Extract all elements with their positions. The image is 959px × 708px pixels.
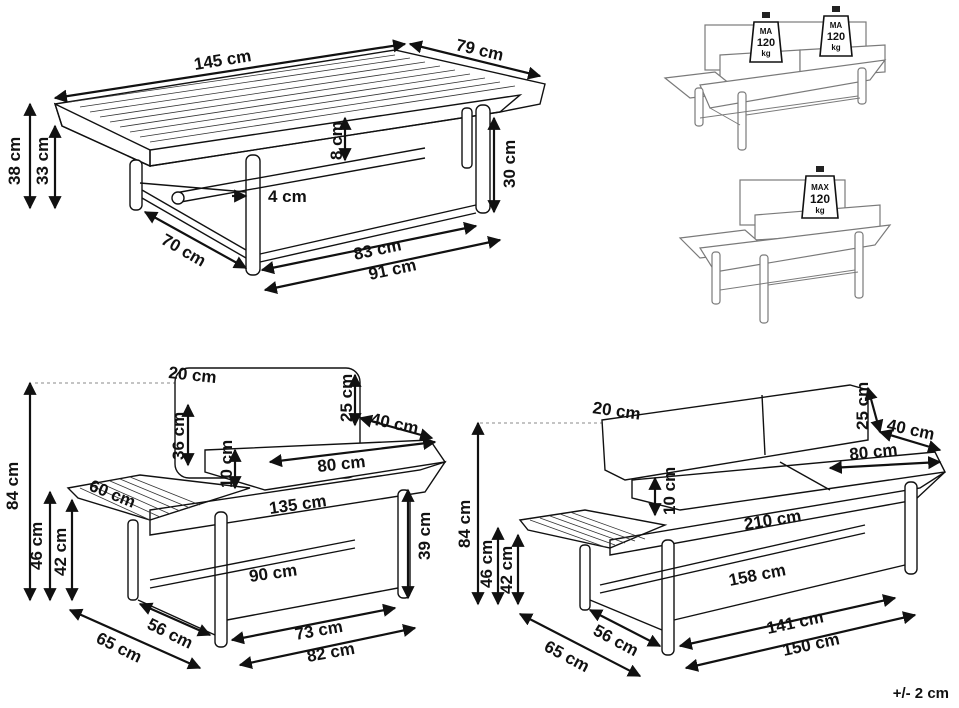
long-cushion-width-label: 80 cm bbox=[848, 440, 898, 464]
short-back-upper-label: 36 cm bbox=[169, 412, 188, 460]
short-cushion-height-label: 10 cm bbox=[217, 440, 236, 488]
weight-badge-3: MAX 120 kg bbox=[801, 166, 839, 219]
long-bar-length-label: 158 cm bbox=[727, 560, 787, 590]
table-bar-diameter-label: 4 cm bbox=[268, 187, 307, 206]
long-back-height-label: 25 cm bbox=[853, 382, 872, 430]
long-depth-label: 65 cm bbox=[541, 637, 592, 676]
short-bench-slats bbox=[79, 476, 201, 521]
weight-badge-2: MA 120 kg bbox=[819, 6, 853, 57]
short-back-height-label: 25 cm bbox=[337, 374, 356, 422]
long-back-depth-label: 20 cm bbox=[591, 398, 641, 424]
short-leg-height-label: 39 cm bbox=[415, 512, 434, 560]
long-total-height-label: 84 cm bbox=[455, 500, 474, 548]
short-total-height-label: 84 cm bbox=[3, 462, 22, 510]
long-frame-height-label: 42 cm bbox=[497, 546, 516, 594]
svg-text:MA: MA bbox=[760, 27, 773, 36]
long-seat-height-label: 46 cm bbox=[477, 540, 496, 588]
load-diagram-long-bench: MA 120 kg MA 120 kg bbox=[663, 6, 887, 151]
short-depth-label: 65 cm bbox=[93, 629, 145, 667]
table-total-height-label: 38 cm bbox=[5, 137, 24, 185]
table-inner-depth-label: 70 cm bbox=[158, 230, 209, 271]
weight-badge-1: MA 120 kg bbox=[749, 12, 783, 63]
svg-text:kg: kg bbox=[831, 43, 840, 52]
short-total-length-label: 135 cm bbox=[268, 491, 328, 518]
short-frame-height-label: 42 cm bbox=[51, 528, 70, 576]
load-diagram-short-bench: MAX 120 kg bbox=[678, 166, 892, 324]
long-cushion-height-label: 10 cm bbox=[660, 467, 679, 515]
long-bench-drawing: 20 cm 25 cm 40 cm 80 cm 10 cm 210 cm 158… bbox=[455, 382, 947, 677]
table-top-thickness-label: 8 cm bbox=[327, 121, 346, 160]
long-total-length-label: 210 cm bbox=[743, 506, 803, 534]
long-bench-slats bbox=[529, 511, 646, 548]
tolerance-note: +/- 2 cm bbox=[892, 685, 949, 702]
coffee-table-drawing: 145 cm 79 cm 38 cm 33 cm 8 cm 4 cm 30 cm… bbox=[5, 35, 546, 294]
short-back-depth-label: 20 cm bbox=[168, 363, 218, 387]
svg-text:kg: kg bbox=[815, 206, 824, 215]
short-cushion-width-label: 80 cm bbox=[316, 452, 366, 476]
short-outer-length-label: 82 cm bbox=[305, 639, 356, 666]
short-bench-drawing: 20 cm 25 cm 36 cm 40 cm 80 cm 10 cm 60 c… bbox=[3, 363, 447, 670]
table-frame-height-label: 33 cm bbox=[33, 137, 52, 185]
short-cushion-depth-label: 40 cm bbox=[369, 409, 420, 438]
svg-text:120: 120 bbox=[757, 37, 775, 49]
svg-text:MAX: MAX bbox=[811, 183, 829, 192]
svg-text:kg: kg bbox=[761, 49, 770, 58]
short-seat-height-label: 46 cm bbox=[27, 522, 46, 570]
short-bar-length-label: 90 cm bbox=[248, 560, 298, 586]
svg-text:MA: MA bbox=[830, 21, 843, 30]
short-inner-length-label: 73 cm bbox=[293, 617, 344, 644]
svg-text:120: 120 bbox=[810, 192, 830, 206]
long-outer-length-label: 150 cm bbox=[781, 629, 841, 660]
table-leg-height-label: 30 cm bbox=[500, 140, 519, 188]
svg-text:120: 120 bbox=[827, 31, 845, 43]
